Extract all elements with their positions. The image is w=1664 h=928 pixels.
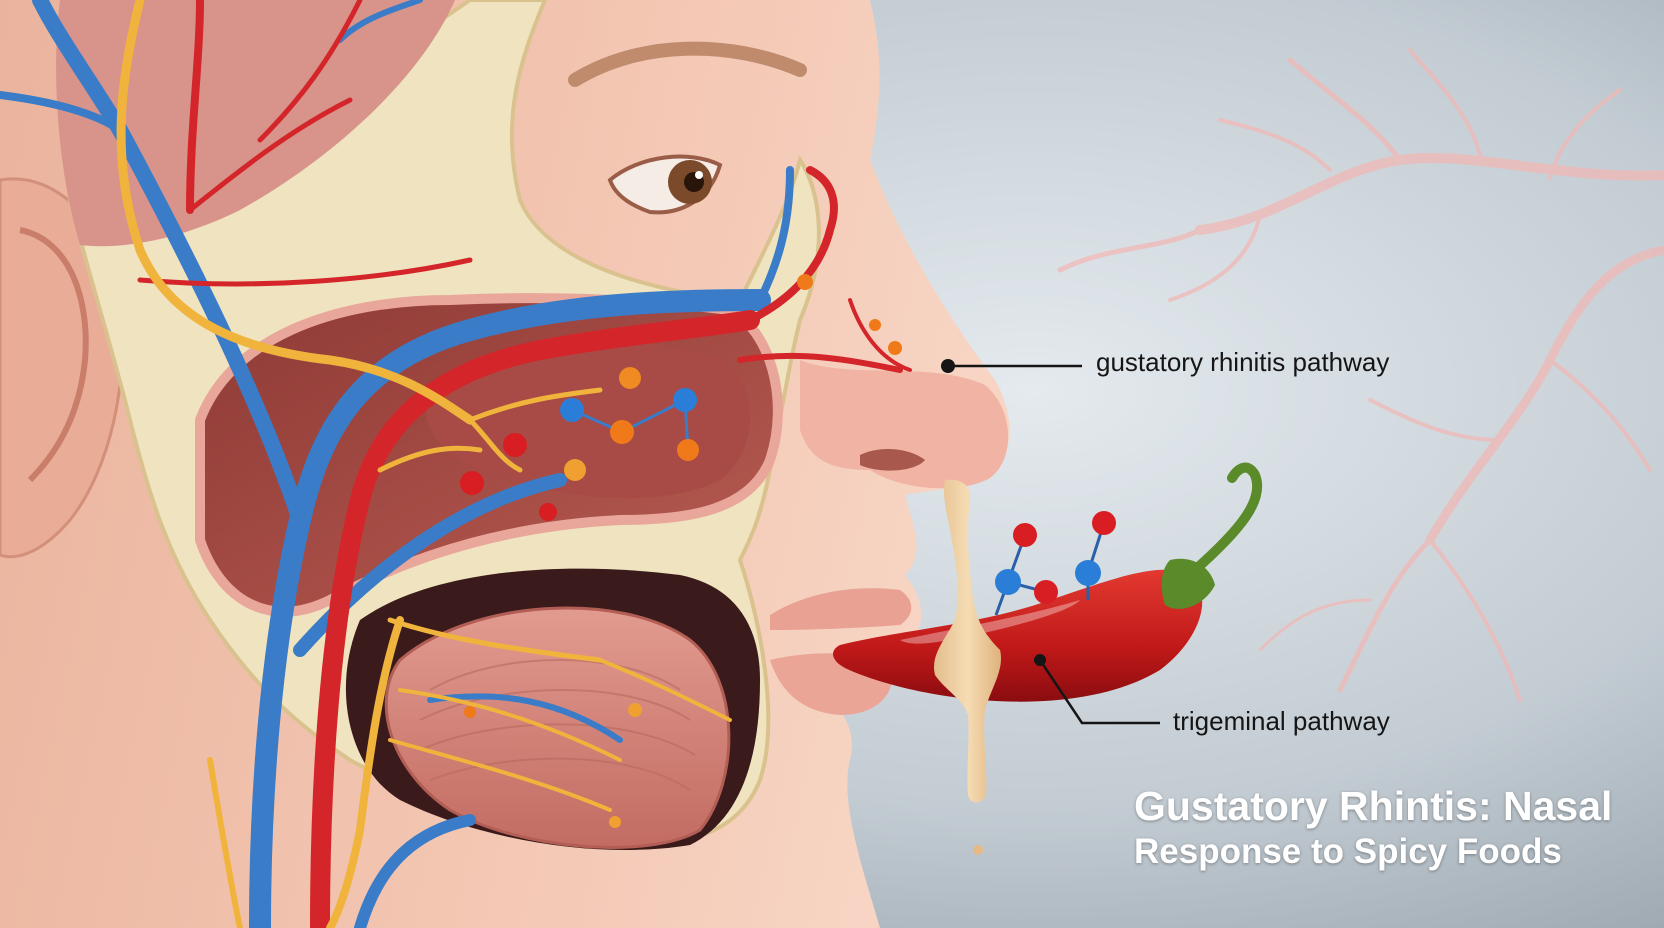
eye-highlight [695, 171, 703, 179]
ear-inner [19, 227, 89, 483]
nostril [860, 448, 925, 471]
title-line-1: Gustatory Rhintis: Nasal [1134, 783, 1613, 829]
callout-gustatory [941, 359, 1082, 373]
tongue-texture [419, 659, 696, 791]
artery-network [137, 0, 912, 928]
label-trigeminal-pathway: trigeminal pathway [1173, 706, 1390, 736]
nose [800, 360, 1009, 489]
eyebrow [568, 41, 807, 87]
vein-network [0, 0, 794, 928]
pepper-molecules [994, 511, 1116, 616]
chili-pepper-icon [833, 462, 1263, 702]
nerve-network [116, 0, 732, 928]
title-line-2: Response to Spicy Foods [1134, 832, 1562, 871]
label-gustatory-rhinitis-pathway: gustatory rhinitis pathway [1096, 347, 1390, 377]
callout-trigeminal [1034, 654, 1160, 725]
background-nerve-branches [1057, 48, 1664, 702]
nasal-drip [934, 479, 1002, 855]
tongue [384, 606, 731, 849]
molecule-icon [460, 274, 902, 828]
upper-lip [770, 588, 912, 630]
